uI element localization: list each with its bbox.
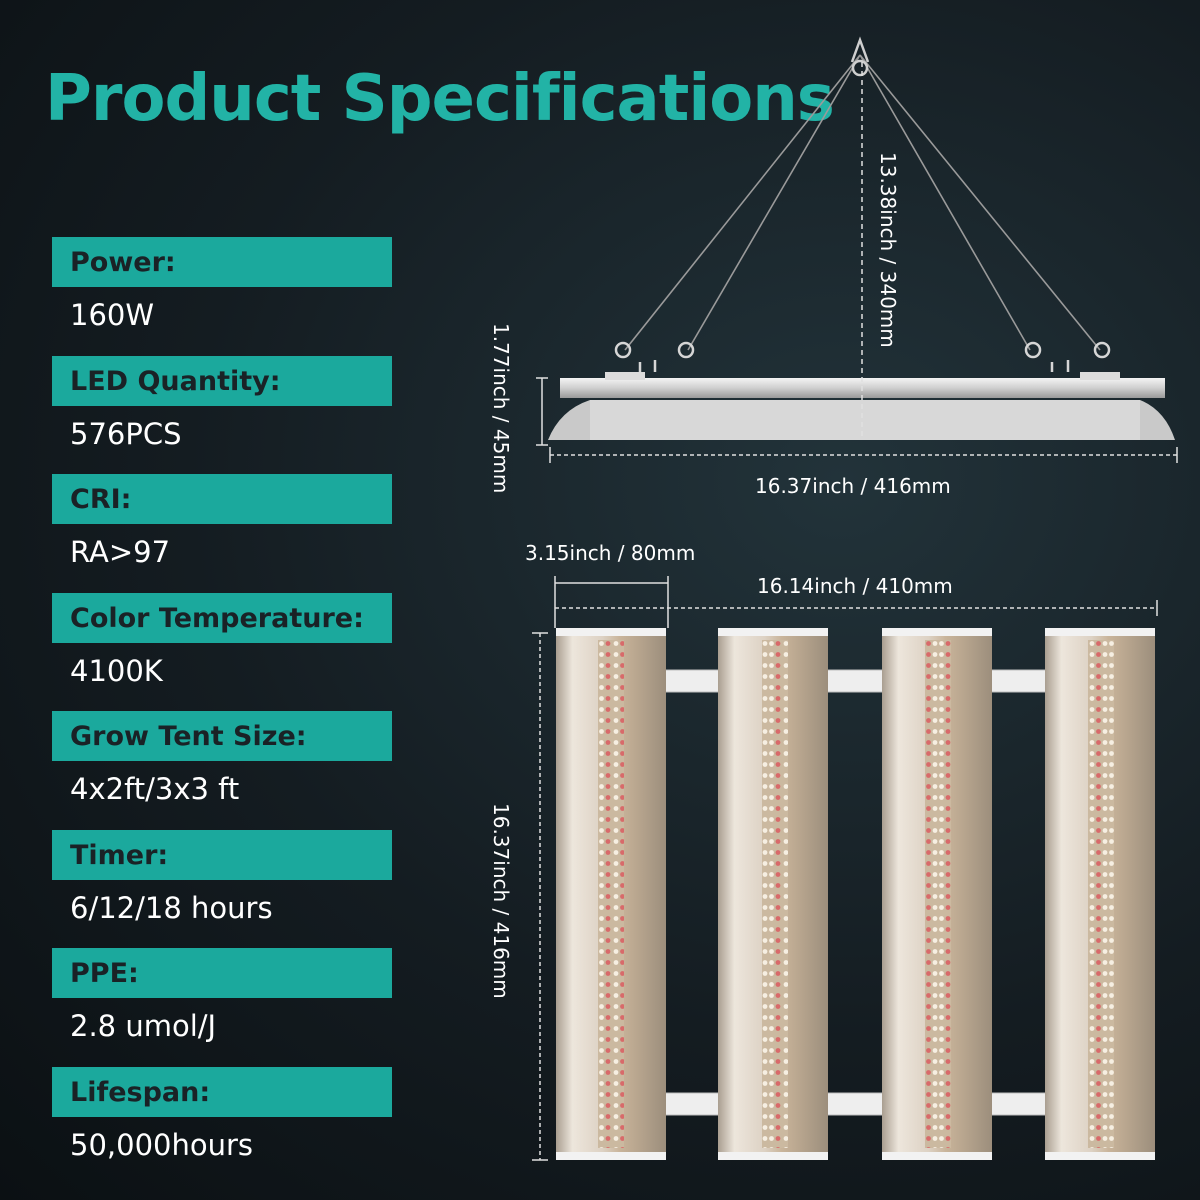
- spec-label-timer: Timer:: [52, 830, 392, 880]
- side-width-label: 16.37inch / 416mm: [755, 474, 951, 498]
- spec-label-cri: CRI:: [52, 474, 392, 524]
- led-bar: [718, 628, 828, 1160]
- spec-label-power: Power:: [52, 237, 392, 287]
- bar-width-bracket: [554, 576, 669, 628]
- spec-label-lifespan: Lifespan:: [52, 1067, 392, 1117]
- top-width-bracket: [555, 600, 1158, 616]
- spec-label-color-temperature: Color Temperature:: [52, 593, 392, 643]
- carabiner-icons: [614, 341, 1111, 372]
- side-height-label: 1.77inch / 45mm: [489, 323, 513, 493]
- spec-value-led-quantity: 576PCS: [70, 417, 182, 451]
- spec-value-ppe: 2.8 umol/J: [70, 1009, 217, 1043]
- hang-height-label: 13.38inch / 340mm: [876, 152, 900, 348]
- spec-value-color-temperature: 4100K: [70, 654, 163, 688]
- top-view: 3.15inch / 80mm 16.14inch / 410mm 16.37i…: [489, 541, 1158, 1161]
- hanging-wires: [624, 54, 1101, 351]
- side-view: 13.38inch / 340mm 1.77inch / 45mm 16.37i…: [489, 36, 1178, 498]
- spec-value-power: 160W: [70, 298, 155, 332]
- top-height-bracket: [532, 632, 548, 1161]
- led-bar: [882, 628, 992, 1160]
- spec-label-ppe: PPE:: [52, 948, 392, 998]
- spec-value-grow-tent-size: 4x2ft/3x3 ft: [70, 772, 240, 806]
- page-title: Product Specifications: [45, 62, 835, 136]
- side-width-ticks: [549, 447, 1178, 463]
- side-height-bracket: [536, 377, 548, 446]
- led-bar: [556, 628, 666, 1160]
- top-width-label: 16.14inch / 410mm: [757, 574, 953, 598]
- spec-label-led-quantity: LED Quantity:: [52, 356, 392, 406]
- spec-value-timer: 6/12/18 hours: [70, 891, 273, 925]
- led-bar: [1045, 628, 1155, 1160]
- fixture-side-profile: [548, 372, 1175, 440]
- spec-value-lifespan: 50,000hours: [70, 1128, 254, 1162]
- hook-icon: [850, 36, 870, 77]
- spec-label-grow-tent-size: Grow Tent Size:: [52, 711, 392, 761]
- bar-width-label: 3.15inch / 80mm: [525, 541, 695, 565]
- top-height-label-text: 16.37inch / 416mm: [489, 803, 513, 999]
- spec-value-cri: RA>97: [70, 535, 171, 569]
